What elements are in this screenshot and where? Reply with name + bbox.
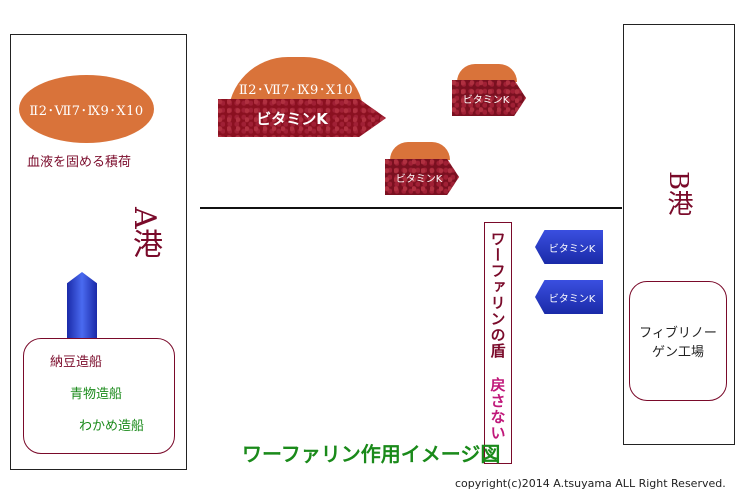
- port-a: Ⅱ2･Ⅶ7･Ⅸ9･Ⅹ10 血液を固める積荷 A港 納豆造船 青物造船 わかめ造船: [10, 34, 187, 470]
- returning-ship-1-label: ビタミンK: [548, 243, 596, 255]
- returning-ship-2-label: ビタミンK: [548, 293, 596, 305]
- small-ship-1-label: ビタミンK: [462, 94, 510, 106]
- port-a-cargo: Ⅱ2･Ⅶ7･Ⅸ9･Ⅹ10: [19, 75, 154, 143]
- port-a-name: A港: [127, 207, 162, 259]
- shipyard-frame: 納豆造船 青物造船 わかめ造船: [23, 338, 175, 454]
- small-ship-1-cargo: [457, 64, 517, 82]
- factory-label: フィブリノーゲン工場: [639, 326, 717, 360]
- shield-title: ワーファリンの盾: [488, 231, 507, 359]
- copyright: copyright(c)2014 A.tsuyama ALL Right Res…: [455, 477, 726, 490]
- main-ship-cargo-label: Ⅱ2･Ⅶ7･Ⅸ9･Ⅹ10: [238, 83, 354, 98]
- diagram-title: ワーファリン作用イメージ図: [242, 442, 501, 466]
- shipyard-aomono: 青物造船: [70, 387, 123, 402]
- departing-ship: [67, 272, 97, 342]
- sea-route-line: [200, 207, 622, 209]
- returning-ship-2: ビタミンK: [535, 280, 603, 314]
- port-b-name: B港: [663, 171, 693, 217]
- small-ship-2-label: ビタミンK: [395, 173, 443, 185]
- shipyard-wakame: わかめ造船: [79, 419, 145, 434]
- port-a-cargo-caption: 血液を固める積荷: [27, 155, 132, 170]
- returning-ship-1: ビタミンK: [535, 230, 603, 264]
- port-b: B港 フィブリノーゲン工場: [623, 24, 735, 445]
- port-a-cargo-label: Ⅱ2･Ⅶ7･Ⅸ9･Ⅹ10: [29, 103, 144, 119]
- fibrinogen-factory: フィブリノーゲン工場: [629, 281, 727, 401]
- shipyard-natto: 納豆造船: [50, 355, 103, 370]
- small-ship-2-cargo: [390, 142, 450, 160]
- main-ship-label: ビタミンK: [256, 109, 328, 128]
- main-ship: ビタミンK: [218, 99, 386, 137]
- small-ship-1: ビタミンK: [452, 80, 526, 116]
- warfarin-shield: ワーファリンの盾 戻さない: [484, 222, 512, 464]
- shield-subtitle: 戻さない: [488, 377, 507, 441]
- small-ship-2: ビタミンK: [385, 159, 459, 195]
